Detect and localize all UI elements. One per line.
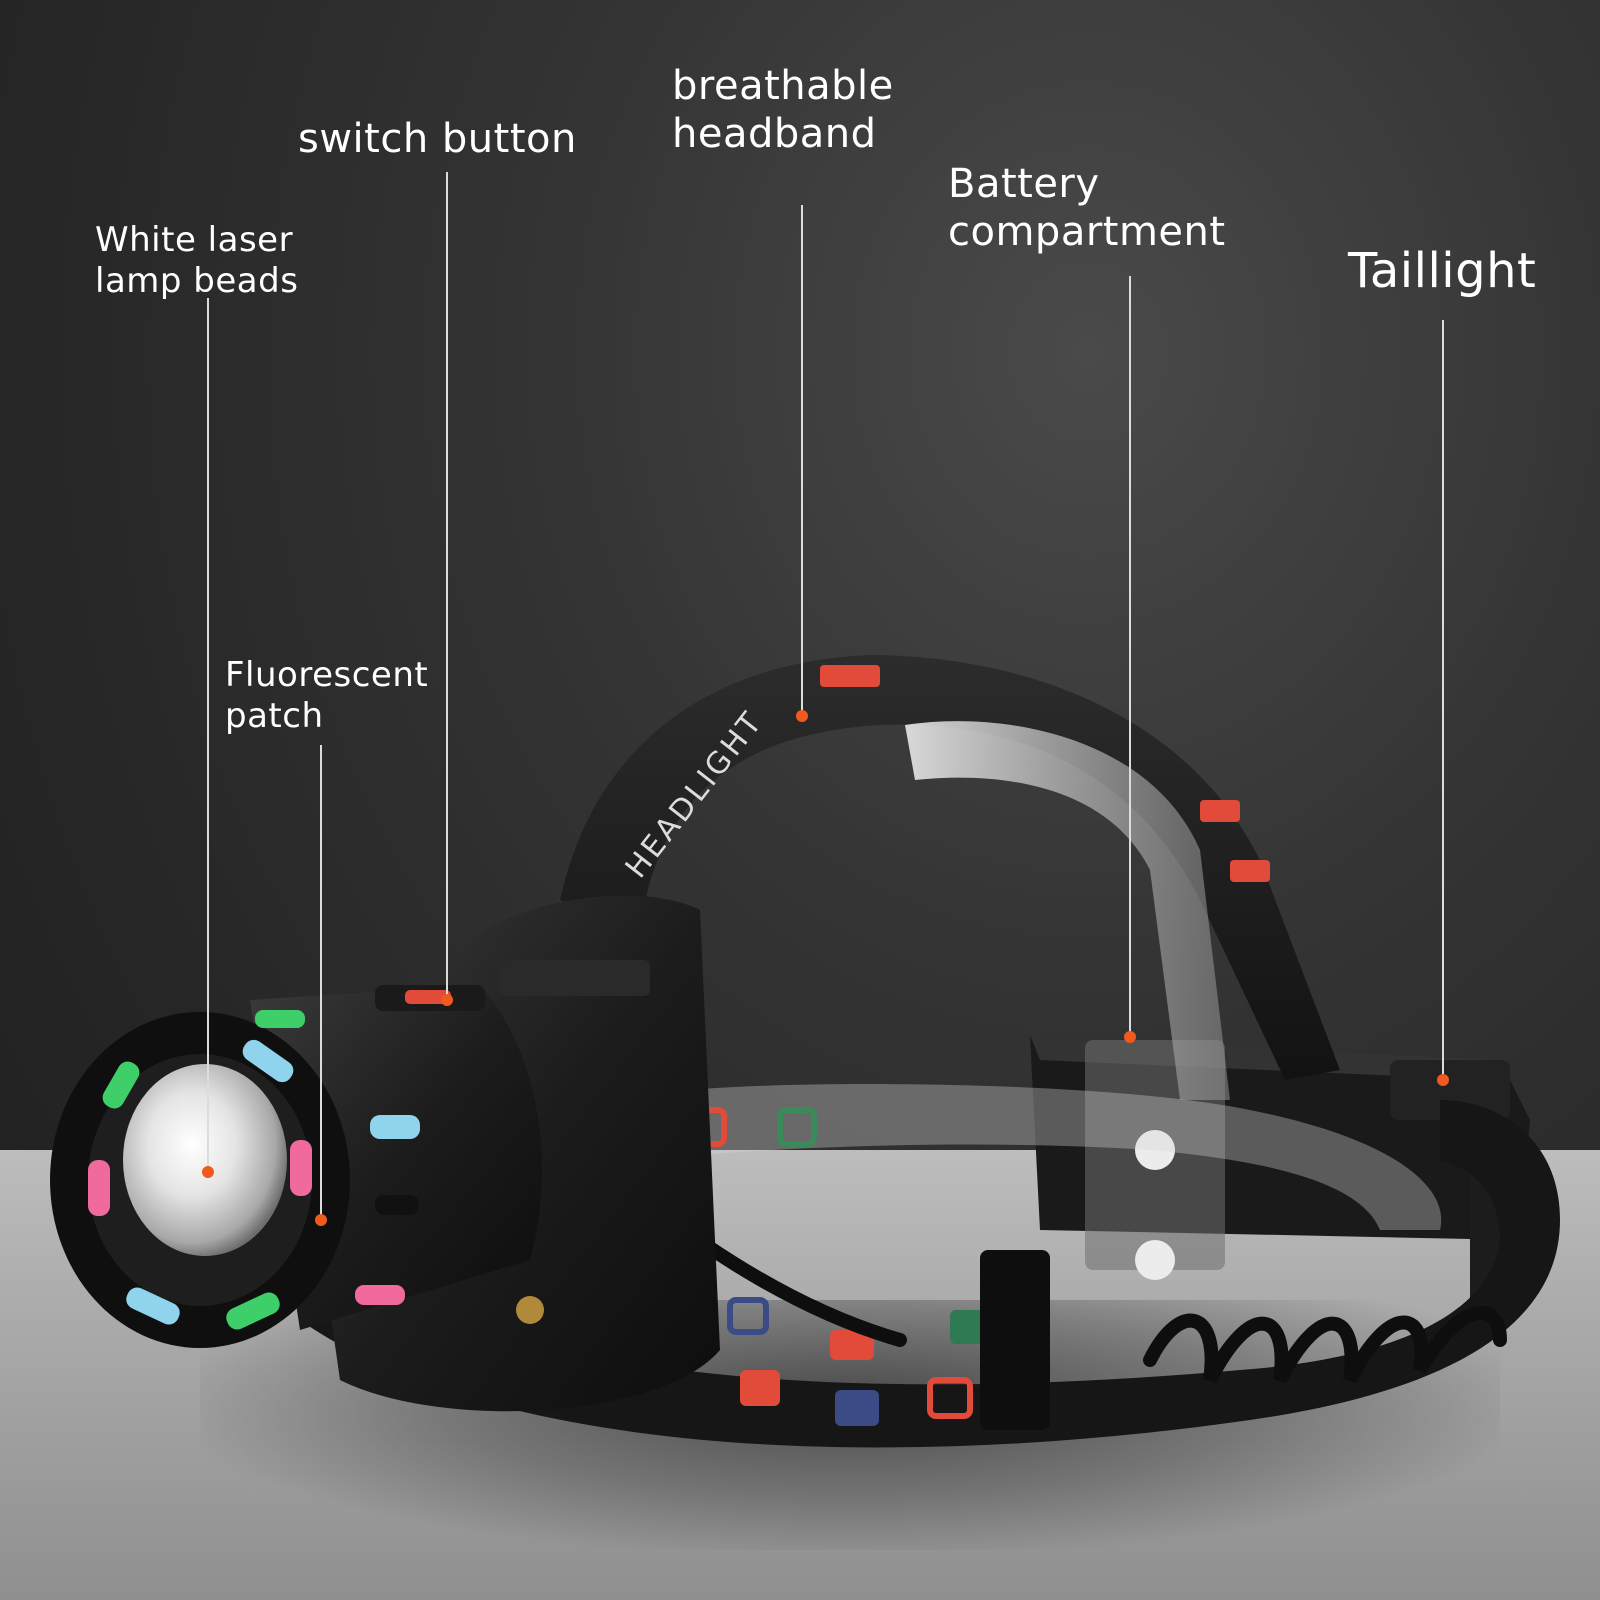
leader-line-battery: [1129, 276, 1131, 1036]
marker-switch-button: [441, 994, 453, 1006]
label-switch-button: switch button: [298, 116, 577, 162]
marker-fluorescent: [315, 1214, 327, 1226]
label-white-laser-lamp-beads: White laser lamp beads: [95, 220, 299, 301]
white-laser-lamp-lens: [123, 1064, 287, 1256]
leader-line-white-laser: [207, 298, 209, 1170]
label-battery-compartment: Battery compartment: [948, 161, 1226, 255]
lamp-head: [50, 985, 542, 1348]
leader-line-switch-button: [446, 172, 448, 995]
label-taillight: Taillight: [1348, 243, 1537, 299]
marker-battery: [1124, 1031, 1136, 1043]
leader-line-fluorescent: [320, 745, 322, 1215]
marker-taillight: [1437, 1074, 1449, 1086]
leader-line-taillight: [1442, 320, 1444, 1080]
label-breathable-headband: breathable headband: [672, 63, 894, 157]
marker-white-laser: [202, 1166, 214, 1178]
switch-button-shape: [405, 990, 451, 1004]
label-fluorescent-patch: Fluorescent patch: [225, 655, 429, 736]
leader-line-headband: [801, 205, 803, 715]
marker-headband: [796, 710, 808, 722]
